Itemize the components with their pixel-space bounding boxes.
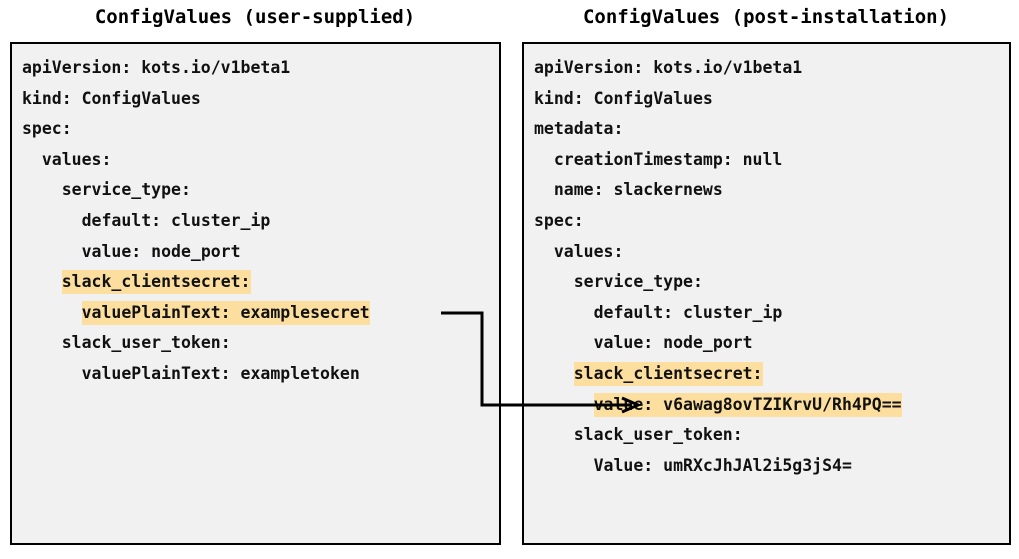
code-line: service_type: — [534, 267, 1009, 298]
code-indent — [534, 454, 594, 478]
code-indent — [534, 301, 594, 325]
code-indent — [22, 209, 82, 233]
code-line: value: node_port — [534, 328, 1009, 359]
code-text: spec: — [22, 119, 72, 139]
code-block-post-installation: apiVersion: kots.io/v1beta1 kind: ConfigV… — [534, 53, 1009, 481]
code-line: values: — [534, 237, 1009, 268]
code-line: slack_user_token: — [22, 328, 499, 359]
code-line: slack_clientsecret: — [534, 359, 1009, 390]
code-text: slack_user_token: — [573, 425, 743, 445]
code-line: creationTimestamp: null — [534, 145, 1009, 176]
code-text-highlighted: value: v6awag8ovTZIKrvU/Rh4PQ== — [593, 392, 902, 417]
code-text: apiVersion: kots.io/v1beta1 — [534, 58, 803, 77]
code-line: kind: ConfigValues — [534, 84, 1009, 115]
code-indent — [22, 362, 82, 386]
code-indent — [22, 270, 62, 294]
code-text: kind: ConfigValues — [534, 88, 713, 108]
code-text: apiVersion: kots.io/v1beta1 — [22, 58, 291, 77]
code-text: values: — [553, 241, 624, 261]
code-text: default: cluster_ip — [81, 210, 271, 230]
code-line: service_type: — [22, 175, 499, 206]
configvalues-user-supplied-panel: apiVersion: kots.io/v1beta1 kind: ConfigV… — [10, 42, 501, 545]
code-line: value: v6awag8ovTZIKrvU/Rh4PQ== — [534, 390, 1009, 421]
code-indent — [22, 301, 82, 325]
code-line: name: slackernews — [534, 175, 1009, 206]
code-text: default: cluster_ip — [593, 302, 783, 322]
code-indent — [534, 362, 574, 386]
code-indent — [534, 331, 594, 355]
code-line: apiVersion: kots.io/v1beta1 — [534, 53, 1009, 84]
code-text: name: slackernews — [553, 180, 723, 200]
code-line: apiVersion: kots.io/v1beta1 — [22, 53, 499, 84]
code-indent — [534, 148, 554, 172]
code-line: valuePlainText: examplesecret — [22, 298, 499, 329]
code-line: Value: umRXcJhJAl2i5g3jS4= — [534, 451, 1009, 482]
panel-title-user-supplied: ConfigValues (user-supplied) — [94, 6, 416, 28]
code-indent — [534, 393, 594, 417]
code-text: values: — [41, 149, 112, 169]
code-text: metadata: — [534, 119, 624, 139]
code-indent — [22, 331, 62, 355]
code-text: service_type: — [61, 180, 191, 200]
code-text-highlighted: slack_clientsecret: — [573, 361, 763, 386]
code-text: Value: umRXcJhJAl2i5g3jS4= — [593, 455, 852, 475]
code-text: creationTimestamp: null — [553, 149, 783, 169]
code-indent — [534, 270, 574, 294]
code-line: metadata: — [534, 114, 1009, 145]
code-line: spec: — [22, 114, 499, 145]
code-line: slack_user_token: — [534, 420, 1009, 451]
code-text: value: node_port — [593, 333, 753, 353]
code-line: kind: ConfigValues — [22, 84, 499, 115]
code-text: spec: — [534, 210, 584, 230]
code-text: service_type: — [573, 272, 703, 292]
code-text: slack_user_token: — [61, 333, 231, 353]
panel-title-post-installation: ConfigValues (post-installation) — [582, 6, 950, 28]
code-text-highlighted: valuePlainText: examplesecret — [81, 300, 370, 325]
code-line: default: cluster_ip — [22, 206, 499, 237]
code-line: default: cluster_ip — [534, 298, 1009, 329]
configvalues-post-installation-panel: apiVersion: kots.io/v1beta1 kind: ConfigV… — [522, 42, 1011, 545]
code-indent — [22, 148, 42, 172]
code-indent — [22, 240, 82, 264]
code-text-highlighted: slack_clientsecret: — [61, 270, 251, 295]
code-line: value: node_port — [22, 237, 499, 268]
code-line: spec: — [534, 206, 1009, 237]
code-text: valuePlainText: exampletoken — [81, 363, 360, 383]
code-indent — [534, 423, 574, 447]
code-indent — [534, 240, 554, 264]
code-text: kind: ConfigValues — [22, 88, 201, 108]
code-line: values: — [22, 145, 499, 176]
code-indent — [534, 178, 554, 202]
code-block-user-supplied: apiVersion: kots.io/v1beta1 kind: ConfigV… — [22, 53, 499, 390]
code-line: slack_clientsecret: — [22, 267, 499, 298]
code-text: value: node_port — [81, 241, 241, 261]
code-indent — [22, 178, 62, 202]
code-line: valuePlainText: exampletoken — [22, 359, 499, 390]
